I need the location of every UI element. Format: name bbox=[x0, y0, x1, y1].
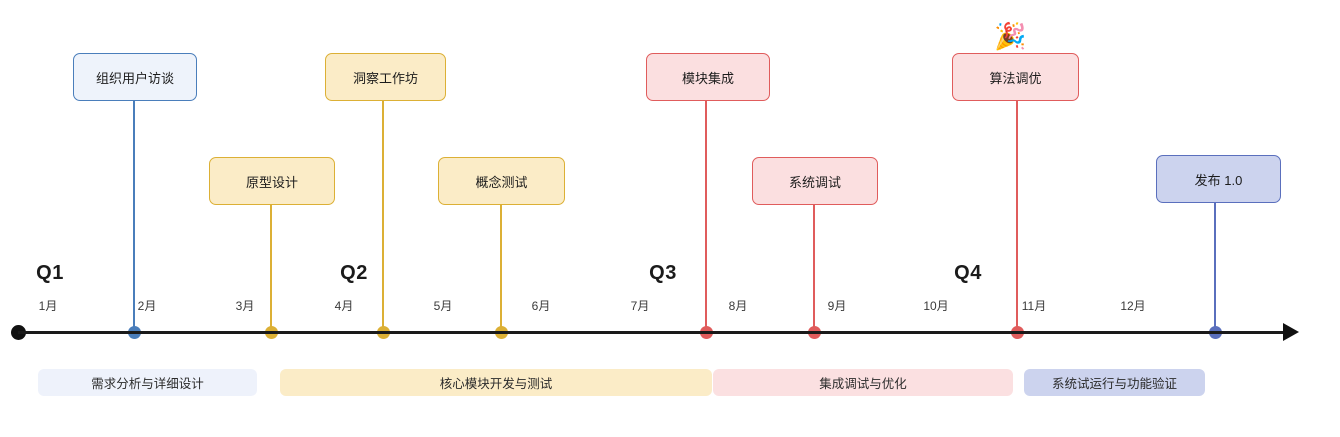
month-label: 1月 bbox=[38, 299, 58, 313]
month-label: 5月 bbox=[433, 299, 453, 313]
month-label: 2月 bbox=[137, 299, 157, 313]
timeline-axis-line bbox=[18, 331, 1290, 334]
milestone-stem bbox=[133, 101, 135, 332]
month-label: 7月 bbox=[630, 299, 650, 313]
milestone-stem bbox=[500, 205, 502, 332]
milestone-card[interactable]: 模块集成 bbox=[646, 53, 770, 101]
milestone-card[interactable]: 发布 1.0 bbox=[1156, 155, 1281, 203]
milestone-stem bbox=[813, 205, 815, 332]
party-popper-icon: 🎉 bbox=[994, 21, 1027, 51]
month-label: 8月 bbox=[728, 299, 748, 313]
milestone-stem bbox=[382, 101, 384, 332]
quarter-label-q4: Q4 bbox=[954, 262, 982, 284]
milestone-stem bbox=[1214, 203, 1216, 332]
month-label: 11月 bbox=[1021, 299, 1047, 313]
milestone-card[interactable]: 概念测试 bbox=[438, 157, 565, 205]
milestone-card[interactable]: 系统调试 bbox=[752, 157, 878, 205]
phase-bar[interactable]: 系统试运行与功能验证 bbox=[1024, 369, 1205, 396]
milestone-card[interactable]: 原型设计 bbox=[209, 157, 335, 205]
phase-bar[interactable]: 核心模块开发与测试 bbox=[280, 369, 712, 396]
phase-bar[interactable]: 集成调试与优化 bbox=[713, 369, 1013, 396]
milestone-stem bbox=[1016, 101, 1018, 332]
month-label: 6月 bbox=[531, 299, 551, 313]
milestone-card[interactable]: 洞察工作坊 bbox=[325, 53, 446, 101]
milestone-card[interactable]: 组织用户访谈 bbox=[73, 53, 197, 101]
axis-arrow-icon bbox=[1283, 323, 1299, 341]
month-label: 3月 bbox=[235, 299, 255, 313]
month-label: 4月 bbox=[334, 299, 354, 313]
milestone-stem bbox=[705, 101, 707, 332]
milestone-stem bbox=[270, 205, 272, 332]
month-label: 12月 bbox=[1120, 299, 1146, 313]
quarter-label-q1: Q1 bbox=[36, 262, 64, 284]
month-label: 9月 bbox=[827, 299, 847, 313]
phase-bar[interactable]: 需求分析与详细设计 bbox=[38, 369, 257, 396]
quarter-label-q2: Q2 bbox=[340, 262, 368, 284]
milestone-card[interactable]: 算法调优 bbox=[952, 53, 1079, 101]
month-label: 10月 bbox=[923, 299, 949, 313]
quarter-label-q3: Q3 bbox=[649, 262, 677, 284]
